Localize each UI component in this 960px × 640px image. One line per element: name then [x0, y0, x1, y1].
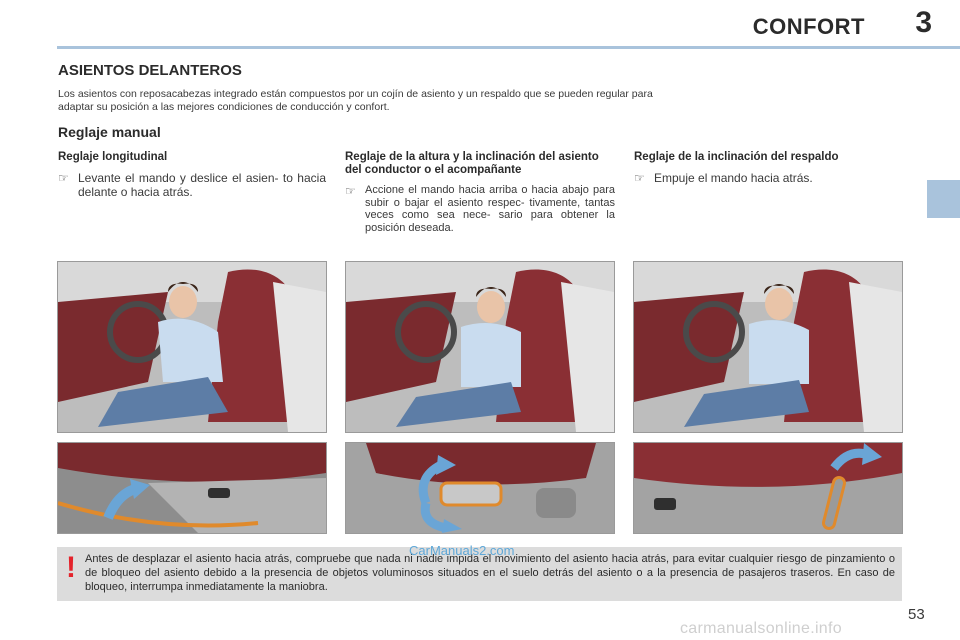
- column-heading: Reglaje de la altura y la inclinación de…: [345, 151, 599, 176]
- warning-text: Antes de desplazar el asiento hacia atrá…: [85, 553, 895, 593]
- subsection-title: Reglaje manual: [58, 124, 161, 140]
- photo-height-tilt-adjustment: [345, 261, 615, 433]
- page-number: 53: [908, 606, 925, 623]
- watermark-center: CarManuals2.com: [409, 543, 515, 558]
- header-rule: [57, 46, 960, 49]
- exclamation-icon: !: [66, 551, 76, 584]
- column-longitudinal: Reglaje longitudinal ☞ Levante el mando …: [58, 151, 326, 199]
- instruction-text: Accione el mando hacia arriba o hacia ab…: [365, 184, 615, 234]
- section-intro: Los asientos con reposacabezas integrado…: [58, 88, 653, 113]
- pointing-hand-icon: ☞: [58, 171, 69, 185]
- detail-height-tilt-control: [345, 442, 615, 534]
- chapter-title: CONFORT: [752, 14, 865, 39]
- pointing-hand-icon: ☞: [634, 171, 645, 185]
- instruction-text: Levante el mando y deslice el asien- to …: [78, 171, 326, 199]
- section-title: ASIENTOS DELANTEROS: [58, 62, 242, 79]
- instruction-bullet: ☞ Empuje el mando hacia atrás.: [634, 171, 874, 185]
- warning-box: ! Antes de desplazar el asiento hacia at…: [57, 547, 902, 601]
- detail-longitudinal-lever: [57, 442, 327, 534]
- instruction-text: Empuje el mando hacia atrás.: [654, 171, 813, 185]
- column-heading: Reglaje longitudinal: [58, 151, 168, 163]
- chapter-number: 3: [915, 6, 932, 39]
- pointing-hand-icon: ☞: [345, 184, 356, 198]
- column-heading: Reglaje de la inclinación del respaldo: [634, 151, 839, 163]
- detail-backrest-lever: [633, 442, 903, 534]
- instruction-bullet: ☞ Levante el mando y deslice el asien- t…: [58, 171, 326, 199]
- instruction-bullet: ☞ Accione el mando hacia arriba o hacia …: [345, 184, 615, 234]
- watermark-footer: carmanualsonline.info: [680, 620, 842, 637]
- column-backrest: Reglaje de la inclinación del respaldo ☞…: [634, 151, 874, 185]
- column-height-tilt: Reglaje de la altura y la inclinación de…: [345, 151, 615, 234]
- photo-backrest-adjustment: [633, 261, 903, 433]
- photo-longitudinal-adjustment: [57, 261, 327, 433]
- chapter-side-tab: [927, 180, 960, 218]
